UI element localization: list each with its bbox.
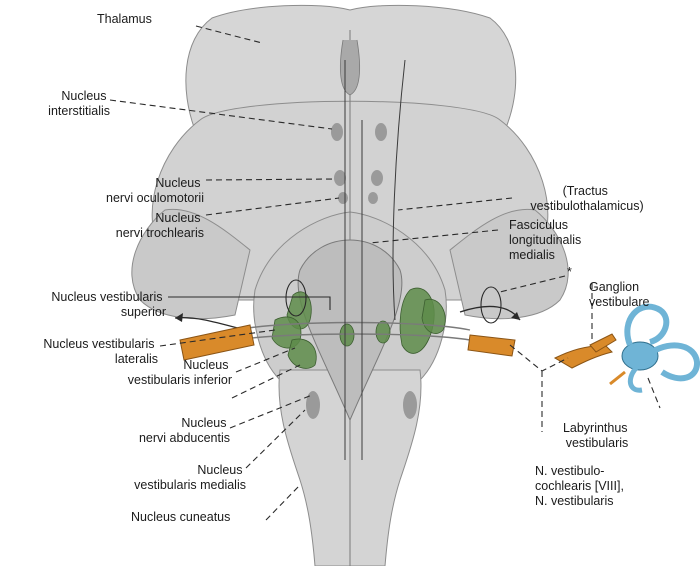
- label-nucleus-vestibularis-medialis: Nucleus vestibularis medialis: [134, 463, 246, 492]
- label-ganglion-vestibulare: Ganglion vestibulare: [589, 280, 649, 309]
- label-nucleus-cuneatus: Nucleus cuneatus: [131, 510, 230, 524]
- label-labyrinthus-vestibularis: Labyrinthus vestibularis: [563, 421, 631, 450]
- label-fasciculus-longitudinalis-medialis: Fasciculus longitudinalis medialis: [509, 218, 585, 262]
- labyrinth-illustration: [555, 307, 697, 391]
- label-nucleus-interstitialis: Nucleus interstitialis: [48, 89, 110, 118]
- label-nucleus-vestibularis-superior: Nucleus vestibularis superior: [51, 290, 166, 319]
- label-nucleus-nervi-oculomotorii: Nucleus nervi oculomotorii: [106, 176, 204, 205]
- label-thalamus: Thalamus: [97, 12, 152, 26]
- label-n-vestibulocochlearis: N. vestibulo- cochlearis [VIII], N. vest…: [535, 464, 627, 508]
- label-nucleus-nervi-trochlearis: Nucleus nervi trochlearis: [116, 211, 204, 240]
- label-nucleus-nervi-abducentis: Nucleus nervi abducentis: [139, 416, 230, 445]
- label-nucleus-vestibularis-lateralis: Nucleus vestibularis lateralis: [43, 337, 158, 366]
- label-tractus-vestibulothalamicus: (Tractus vestibulothalamicus): [530, 184, 643, 213]
- label-asterisk: *: [567, 265, 572, 279]
